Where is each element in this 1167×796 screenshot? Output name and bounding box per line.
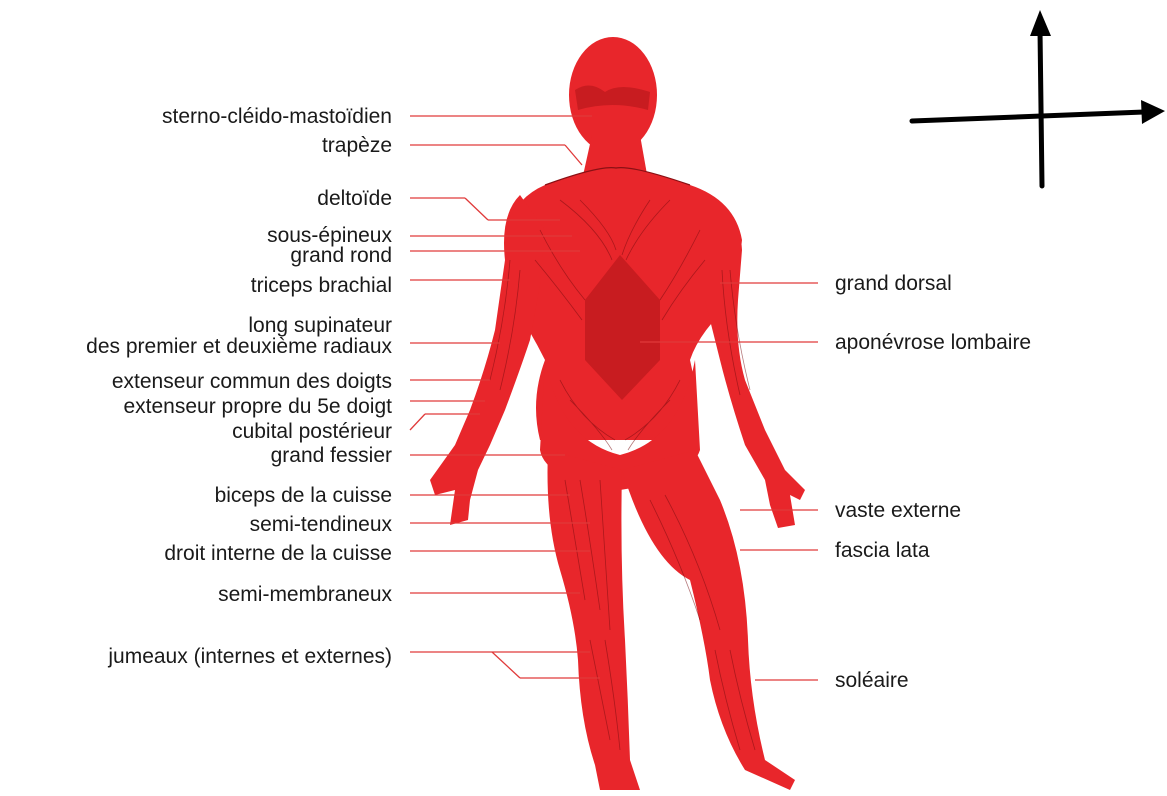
labels-left: sterno-cléido-mastoïdien trapèze deltoïd… xyxy=(86,105,392,668)
human-body-figure xyxy=(430,37,805,790)
label-trapeze: trapèze xyxy=(322,134,392,157)
label-triceps: triceps brachial xyxy=(251,274,392,297)
label-droit-interne: droit interne de la cuisse xyxy=(164,542,392,565)
horizontal-axis-line xyxy=(912,112,1145,121)
label-sterno: sterno-cléido-mastoïdien xyxy=(162,105,392,128)
labels-right: grand dorsal aponévrose lombaire vaste e… xyxy=(835,272,1031,692)
label-biceps-cuisse: biceps de la cuisse xyxy=(215,484,392,507)
label-vaste-externe: vaste externe xyxy=(835,499,961,522)
vertical-axis-line xyxy=(1040,30,1042,186)
label-extenseur-commun: extenseur commun des doigts xyxy=(112,370,392,393)
label-grand-dorsal: grand dorsal xyxy=(835,272,952,295)
label-grand-rond: grand rond xyxy=(290,244,392,267)
label-cubital: cubital postérieur xyxy=(232,420,392,443)
label-semi-tendineux: semi-tendineux xyxy=(250,513,393,536)
label-grand-fessier: grand fessier xyxy=(271,444,392,467)
right-arrow-icon xyxy=(1141,100,1165,124)
label-long-supinateur: long supinateur xyxy=(248,314,392,337)
label-deltoide: deltoïde xyxy=(317,187,392,210)
label-semi-membraneux: semi-membraneux xyxy=(218,583,392,606)
label-extenseur-propre: extenseur propre du 5e doigt xyxy=(123,395,392,418)
axes-arrows xyxy=(912,10,1165,186)
up-arrow-icon xyxy=(1030,10,1051,36)
label-soleaire: soléaire xyxy=(835,669,909,692)
label-aponevrose: aponévrose lombaire xyxy=(835,331,1031,354)
label-fascia-lata: fascia lata xyxy=(835,539,930,562)
label-premier-deuxieme: des premier et deuxième radiaux xyxy=(86,335,392,358)
label-jumeaux: jumeaux (internes et externes) xyxy=(107,645,392,668)
